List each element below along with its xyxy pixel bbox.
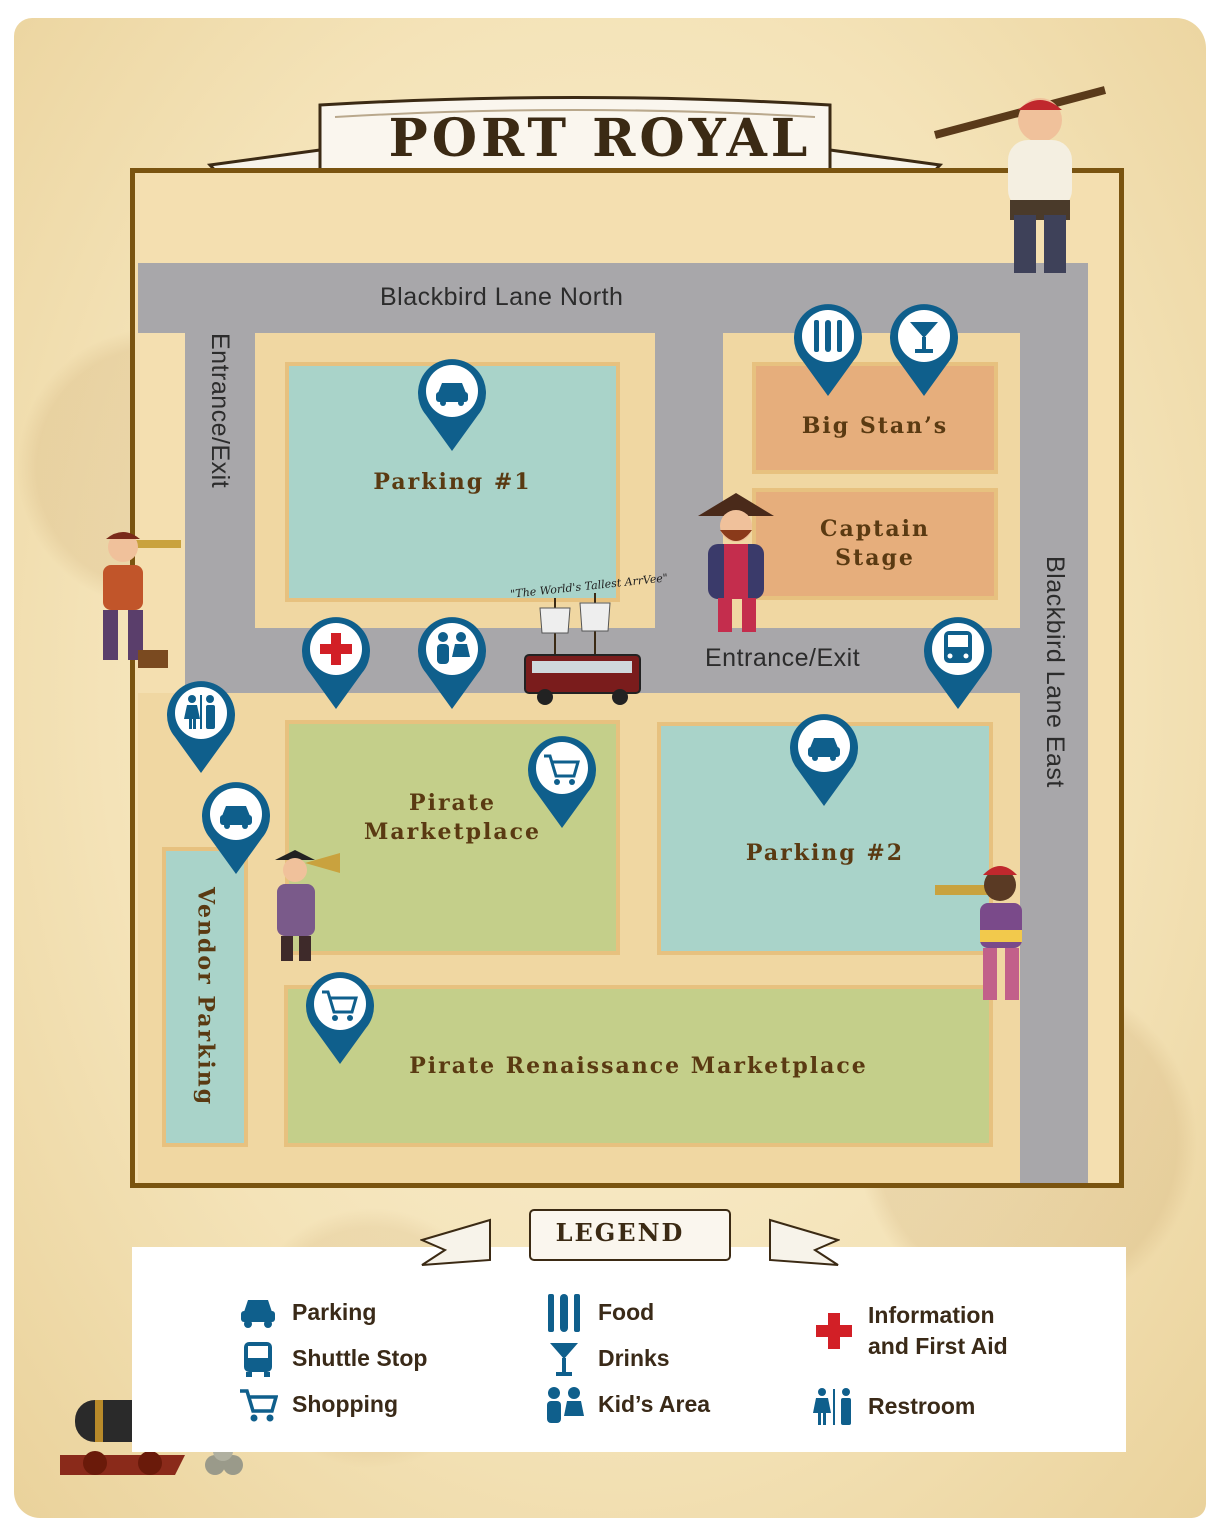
cart-icon [240, 1389, 278, 1422]
shopping-pin-1[interactable] [526, 732, 598, 830]
legend-label-first-aid-2: and First Aid [868, 1333, 1008, 1360]
road-east [1020, 263, 1088, 1183]
legend-label-parking: Parking [292, 1299, 377, 1326]
pirate-renaissance-marketplace-label: Pirate Renaissance Marketplace [409, 1052, 868, 1079]
legend-banner [420, 1209, 840, 1266]
pirate-captain [698, 493, 774, 632]
parking-pin-1[interactable] [416, 355, 488, 453]
captain-stage-area[interactable]: Captain Stage [752, 488, 998, 600]
food-pin[interactable] [792, 300, 864, 398]
bus-icon [244, 1342, 272, 1377]
pirate-with-telescope-right [935, 866, 1022, 1000]
legend-label-first-aid-1: Information [868, 1302, 995, 1328]
pirate-ship-rv: "The World's Tallest ArrVee" [510, 571, 669, 715]
shuttle-stop-pin[interactable] [922, 613, 994, 711]
kids-icon [547, 1387, 584, 1423]
parking-2-label: Parking #2 [745, 840, 905, 867]
pirate-marketplace-label-2: Marketplace [364, 818, 541, 845]
legend-label-shopping: Shopping [292, 1391, 399, 1418]
street-label-east: Blackbird Lane East [1041, 556, 1069, 788]
pirate-with-trumpet [275, 850, 340, 961]
legend-label-restroom: Restroom [868, 1393, 976, 1420]
captain-stage-label-1: Captain [820, 516, 930, 543]
legend-label-food: Food [598, 1299, 655, 1326]
street-label-entrance-west: Entrance/Exit [206, 333, 234, 489]
legend-title: LEGEND [555, 1218, 685, 1247]
captain-stage-label-2: Stage [835, 545, 915, 571]
road-vertical-center [655, 263, 723, 693]
legend-item-kids: Kid’s Area [542, 1385, 710, 1425]
vendor-parking-area[interactable]: Vendor Parking [162, 847, 248, 1147]
red-cross-icon [816, 1313, 852, 1350]
pirate-with-telescope-left [103, 532, 181, 668]
legend-panel [132, 1247, 1126, 1452]
map-title: PORT ROYAL [388, 108, 812, 169]
legend-item-drinks: Drinks [542, 1339, 670, 1379]
big-stans-area[interactable]: Big Stan’s [752, 362, 998, 474]
parking-pin-vendor[interactable] [200, 778, 272, 876]
car-icon [241, 1300, 275, 1328]
cocktail-icon [550, 1343, 578, 1376]
legend-item-shuttle: Shuttle Stop [236, 1339, 427, 1379]
legend-label-kids: Kid’s Area [598, 1391, 711, 1418]
pirate-renaissance-marketplace-area[interactable]: Pirate Renaissance Marketplace [284, 985, 993, 1147]
big-stans-label: Big Stan’s [801, 412, 949, 439]
pirate-marketplace-label-1: Pirate [409, 789, 496, 816]
drinks-pin[interactable] [888, 300, 960, 398]
street-label-north: Blackbird Lane North [380, 283, 624, 311]
legend-item-food: Food [542, 1293, 654, 1333]
restroom-pin[interactable] [165, 677, 237, 775]
legend-item-restroom: Restroom [812, 1387, 975, 1427]
kids-area-pin[interactable] [416, 613, 488, 711]
parking-pin-2[interactable] [788, 710, 860, 808]
street-label-entrance-middle: Entrance/Exit [705, 644, 861, 672]
vendor-parking-label: Vendor Parking [192, 887, 219, 1107]
legend-label-drinks: Drinks [598, 1345, 670, 1372]
parking-1-label: Parking #1 [373, 468, 532, 495]
legend-item-parking: Parking [236, 1293, 376, 1333]
legend-item-first-aid: Information and First Aid [812, 1300, 1008, 1362]
legend-item-shopping: Shopping [236, 1385, 398, 1425]
food-icon [548, 1294, 580, 1332]
pirate-with-musket [933, 86, 1107, 273]
shopping-pin-2[interactable] [304, 968, 376, 1066]
legend-label-shuttle: Shuttle Stop [292, 1345, 428, 1372]
first-aid-pin[interactable] [300, 613, 372, 711]
restroom-icon [813, 1388, 851, 1425]
